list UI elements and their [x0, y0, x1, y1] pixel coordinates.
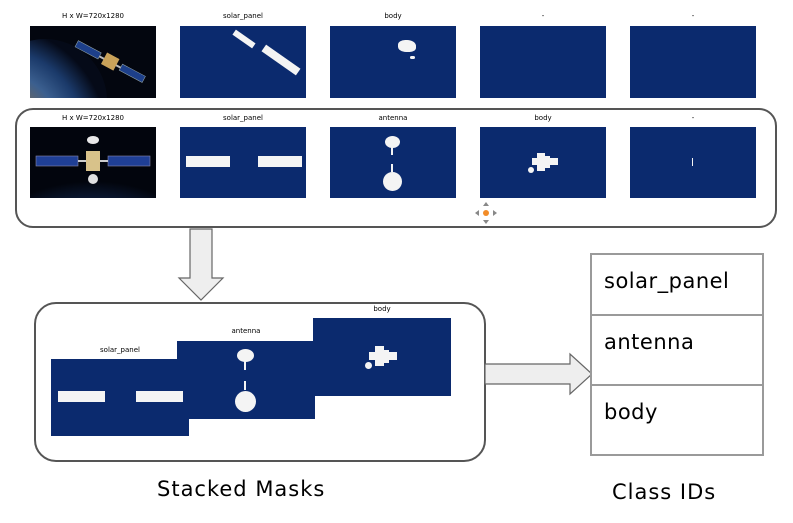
row1-label-3: - [541, 12, 545, 20]
row1-mask-solar-panel [180, 26, 306, 98]
stack-label-antenna: antenna [231, 327, 261, 335]
row1-mask-empty-2 [630, 26, 756, 98]
satellite-photo-1 [30, 26, 156, 98]
move-handle-icon[interactable] [474, 201, 498, 225]
class-id-body: body [604, 400, 658, 424]
stack-mask-body [313, 318, 451, 396]
down-arrow [177, 228, 225, 301]
stack-mask-antenna [177, 341, 315, 419]
row2-label-4: - [691, 114, 695, 122]
row1-label-4: - [691, 12, 695, 20]
satellite-photo-2 [30, 127, 156, 198]
row2-mask-solar-panel [180, 127, 306, 198]
class-ids-table: solar_panel antenna body [590, 253, 764, 456]
row2-label-2: antenna [378, 114, 408, 122]
stack-label-body: body [373, 305, 391, 313]
row2-label-1: solar_panel [223, 114, 263, 122]
caption-stacked-masks: Stacked Masks [157, 477, 326, 501]
row1-mask-body [330, 26, 456, 98]
stack-label-solar-panel: solar_panel [100, 346, 140, 354]
row2-mask-body [480, 127, 606, 198]
row2-label-3: body [534, 114, 552, 122]
row2-mask-antenna [330, 127, 456, 198]
row2-label-image: H x W=720x1280 [62, 114, 124, 122]
row1-label-1: solar_panel [223, 12, 263, 20]
stack-mask-solar-panel [51, 359, 189, 436]
class-id-solar-panel: solar_panel [592, 255, 762, 316]
right-arrow [484, 352, 593, 396]
row2-group-box[interactable] [15, 108, 777, 228]
caption-class-ids: Class IDs [612, 480, 717, 504]
row1-label-2: body [384, 12, 402, 20]
row2-mask-empty [630, 127, 756, 198]
row1-mask-empty-1 [480, 26, 606, 98]
row1-label-image: H x W=720x1280 [62, 12, 124, 20]
class-id-antenna: antenna [592, 316, 762, 386]
